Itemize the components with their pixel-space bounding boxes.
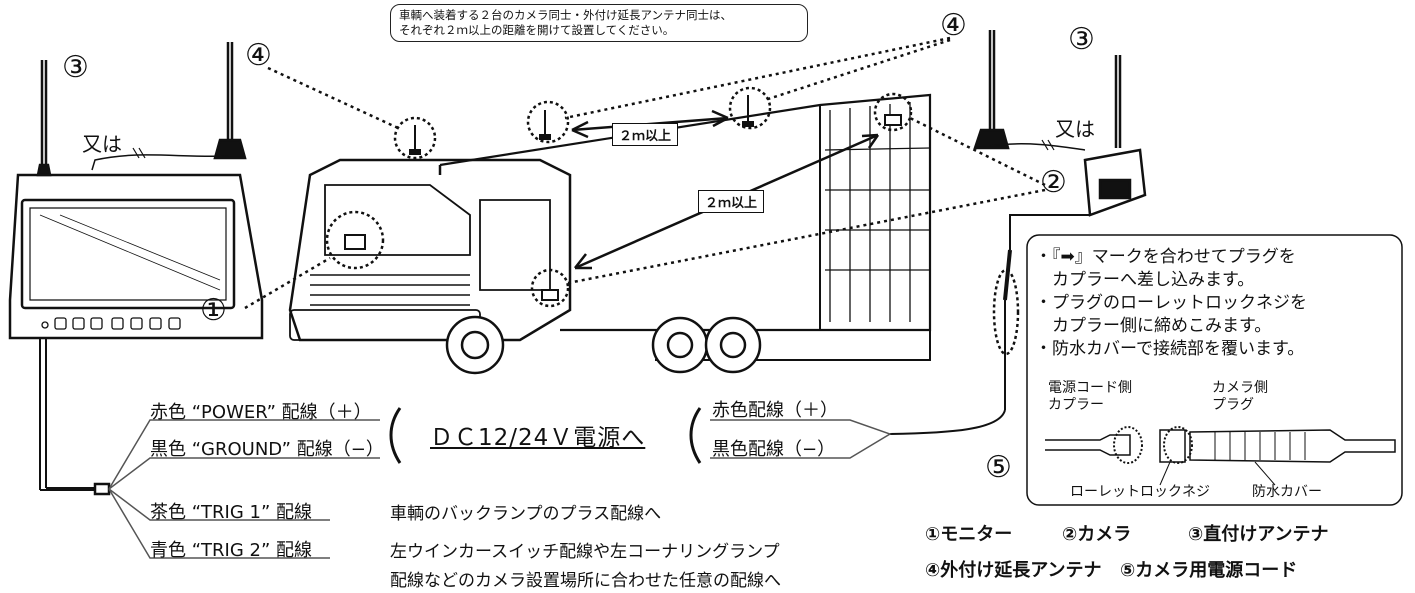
wire-brown-trig1: 茶色 “TRIG 1” 配線 xyxy=(150,502,313,523)
wire-red-right: 赤色配線（＋） xyxy=(712,400,838,421)
dc-braces xyxy=(389,407,702,464)
left-antennas xyxy=(36,42,247,177)
coupler-line-2: カプラー xyxy=(1048,397,1104,413)
installation-note: 車輌へ装着する２台のカメラ同士・外付け延長アンテナ同士は、 それぞれ２ｍ以上の距… xyxy=(390,4,808,42)
wire-black-ground: 黒色 “GROUND” 配線（−） xyxy=(150,439,384,460)
tips-box xyxy=(1026,234,1403,506)
knurl-screw-label: ローレットロックネジ xyxy=(1070,484,1210,500)
note-line-1: 車輌へ装着する２台のカメラ同士・外付け延長アンテナ同士は、 xyxy=(399,8,733,22)
legend-camera-power-cord: ⑤カメラ用電源コード xyxy=(1120,560,1298,581)
marker-2: ② xyxy=(1040,165,1067,200)
coupler-line-1: 電源コード側 xyxy=(1048,380,1132,396)
trig2-destination-line-1: 左ウインカースイッチ配線や左コーナリングランプ xyxy=(390,542,780,562)
distance-label-top: ２ｍ以上 xyxy=(612,123,679,146)
monitor xyxy=(8,173,264,496)
legend-extension-antenna: ④外付け延長アンテナ xyxy=(925,560,1102,581)
or-label-right: 又は xyxy=(1055,117,1095,141)
tip-1-line-1: ・『➡』マークを合わせてプラグを xyxy=(1035,247,1296,267)
connection-tips: ・『➡』マークを合わせてプラグを カプラーへ差し込みます。 ・プラグのローレット… xyxy=(1035,246,1307,361)
distance-label-mid: ２ｍ以上 xyxy=(698,190,765,213)
legend-direct-antenna: ③直付けアンテナ xyxy=(1188,524,1329,545)
plug-line-2: プラグ xyxy=(1212,397,1254,413)
plug-line-1: カメラ側 xyxy=(1212,380,1268,396)
right-antennas-camera xyxy=(889,30,1147,435)
marker-3-right: ③ xyxy=(1068,22,1095,57)
marker-4-left: ④ xyxy=(245,38,272,73)
dc-power-label: ＤＣ12/24Ｖ電源へ xyxy=(430,425,646,451)
legend-camera: ②カメラ xyxy=(1062,524,1132,545)
roof-antennas xyxy=(325,86,913,308)
trig1-destination: 車輌のバックランプのプラス配線へ xyxy=(390,504,662,524)
tip-1-line-2: カプラーへ差し込みます。 xyxy=(1035,270,1255,290)
or-label-left: 又は xyxy=(82,132,122,156)
waterproof-cover-label: 防水カバー xyxy=(1252,484,1322,500)
coupler-label: 電源コード側 カプラー xyxy=(1048,380,1132,414)
wire-black-right: 黒色配線（−） xyxy=(712,439,836,460)
trig2-destination-line-2: 配線などのカメラ設置場所に合わせた任意の配線へ xyxy=(390,571,781,591)
legend-monitor: ①モニター xyxy=(925,524,1013,545)
marker-4-right: ④ xyxy=(940,8,967,43)
tip-2-line-1: ・プラグのローレットロックネジを xyxy=(1035,293,1307,313)
tip-3: ・防水カバーで接続部を覆います。 xyxy=(1035,339,1305,359)
wire-red-power: 赤色 “POWER” 配線（＋） xyxy=(150,402,372,423)
marker-3-left: ③ xyxy=(62,50,89,85)
marker-1: ① xyxy=(200,293,227,328)
wire-branches xyxy=(108,419,892,559)
note-line-2: それぞれ２ｍ以上の距離を開けて設置してください。 xyxy=(399,23,675,37)
leader-lines xyxy=(244,36,1046,310)
tip-2-line-2: カプラー側に締めこみます。 xyxy=(1035,316,1272,336)
plug-label: カメラ側 プラグ xyxy=(1212,380,1268,414)
wire-blue-trig2: 青色 “TRIG 2” 配線 xyxy=(150,540,313,561)
truck xyxy=(288,93,932,375)
marker-5: ⑤ xyxy=(985,450,1012,485)
monitor-buttons xyxy=(41,317,181,330)
